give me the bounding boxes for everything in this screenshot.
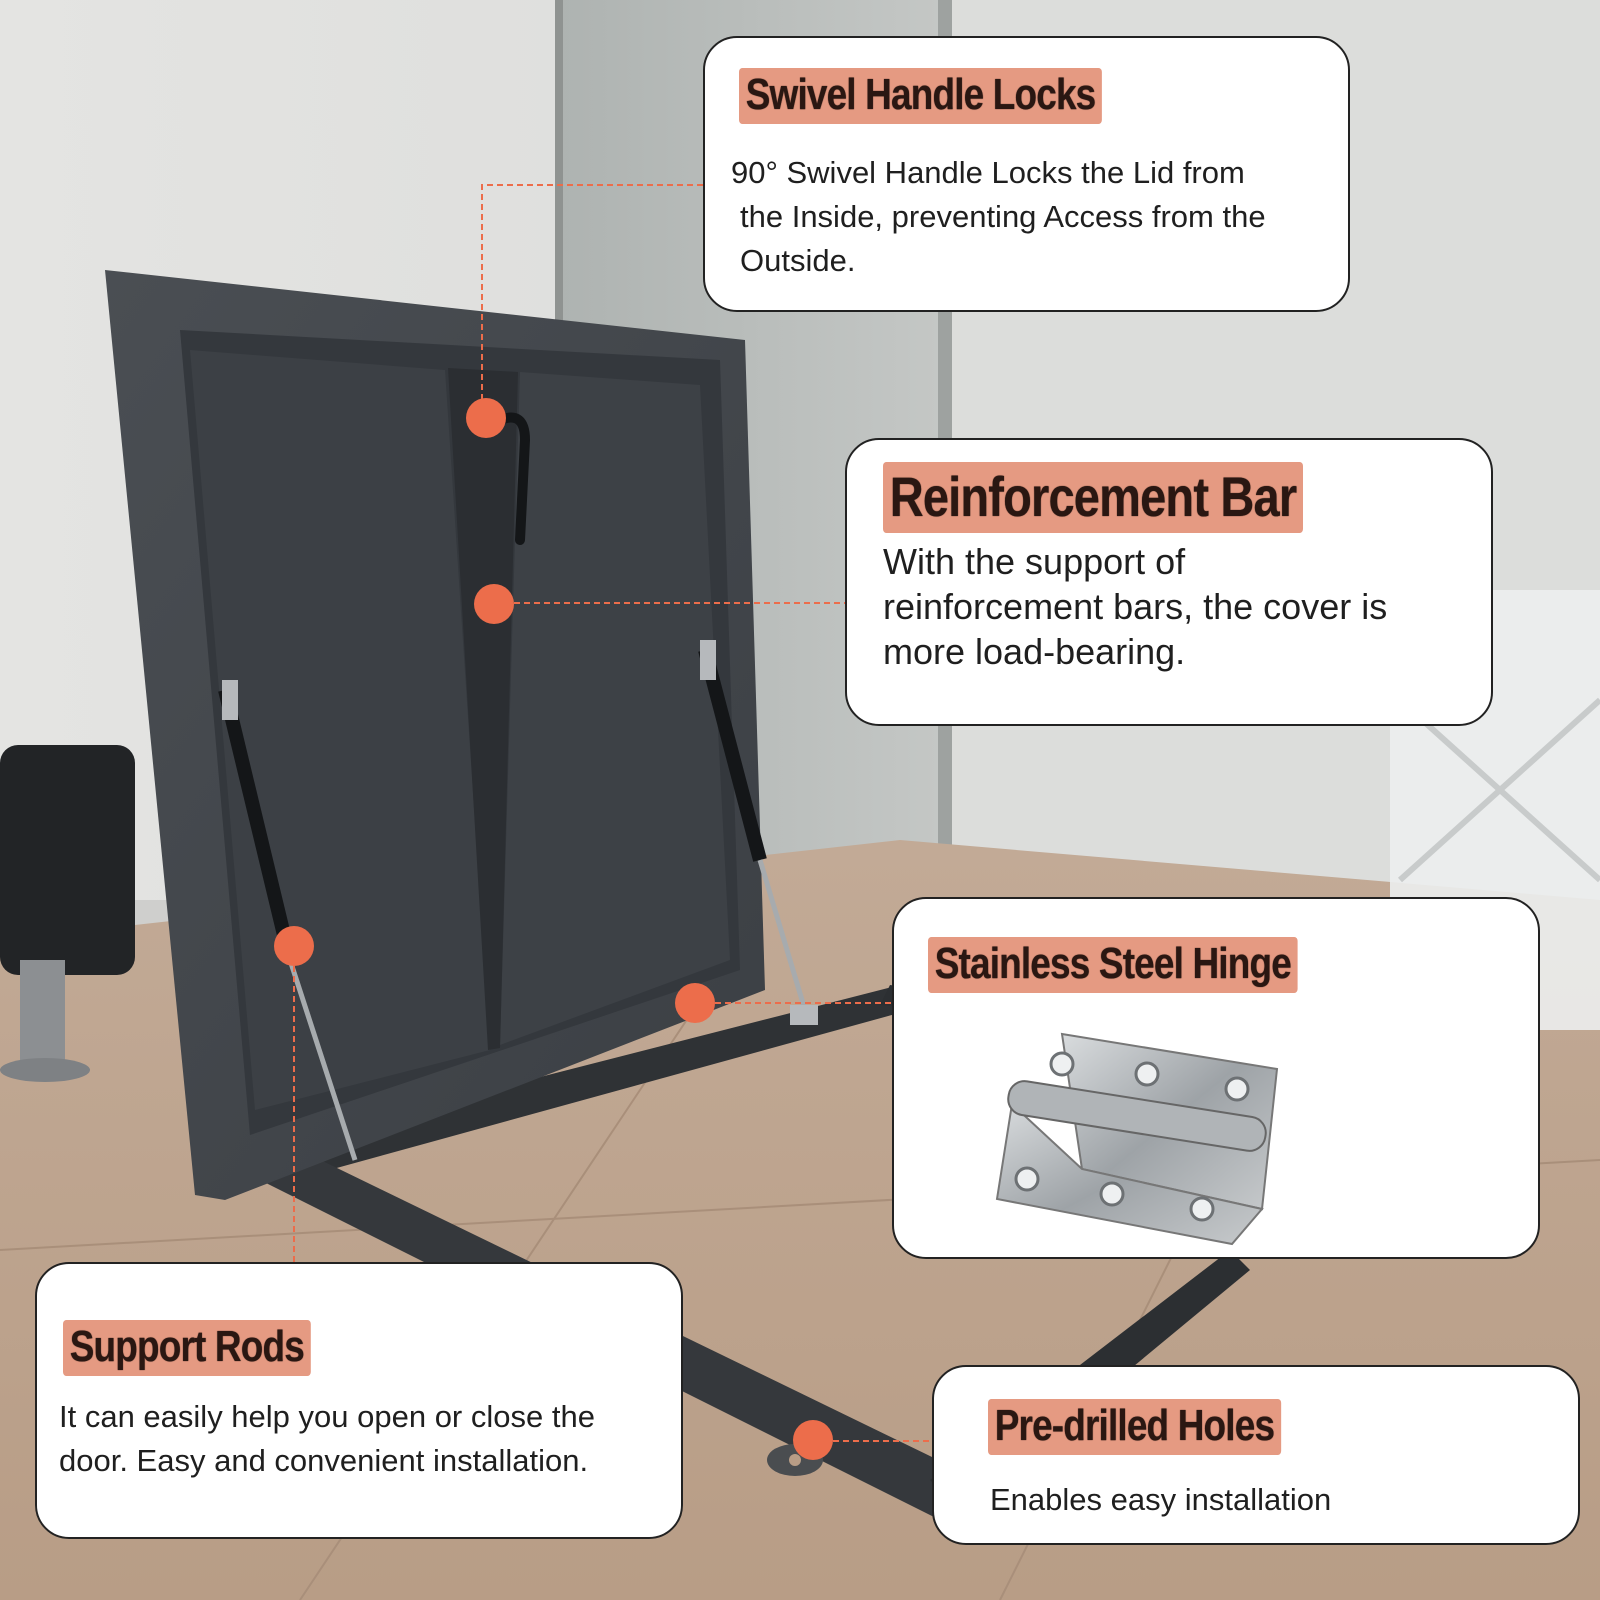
reinforcement-bar-title: Reinforcement Bar [883, 462, 1304, 533]
reinforcement-bar-callout: Reinforcement Bar With the support of re… [845, 438, 1493, 726]
swivel-handle-title: Swivel Handle Locks [739, 68, 1103, 124]
swivel-handle-line-2: the Inside, preventing Access from the [740, 199, 1266, 234]
holes-callout: Pre-drilled Holes Enables easy installat… [932, 1365, 1580, 1545]
hinge-marker [675, 983, 715, 1023]
reinforcement-bar-line-3: more load-bearing. [883, 631, 1186, 672]
support-rods-title: Support Rods [63, 1320, 311, 1376]
holes-title: Pre-drilled Holes [988, 1399, 1281, 1455]
support-rods-marker [274, 926, 314, 966]
holes-marker [793, 1420, 833, 1460]
hinge-image [995, 1032, 1279, 1246]
reinforcement-bar-line-1: With the support of [883, 541, 1186, 582]
swivel-handle-line-3: Outside. [740, 243, 856, 278]
hinge-callout: Stainless Steel Hinge [892, 897, 1540, 1259]
swivel-handle-line-1: 90° Swivel Handle Locks the Lid from [731, 155, 1245, 190]
hinge-title: Stainless Steel Hinge [928, 937, 1298, 993]
holes-line-1: Enables easy installation [990, 1482, 1332, 1517]
support-rods-line-2: door. Easy and convenient installation. [59, 1443, 589, 1478]
swivel-handle-callout: Swivel Handle Locks 90° Swivel Handle Lo… [703, 36, 1350, 312]
reinforcement-bar-marker [474, 584, 514, 624]
swivel-handle-marker [466, 398, 506, 438]
support-rods-line-1: It can easily help you open or close the [59, 1399, 595, 1434]
reinforcement-bar-line-2: reinforcement bars, the cover is [883, 586, 1388, 627]
support-rods-callout: Support Rods It can easily help you open… [35, 1262, 683, 1539]
